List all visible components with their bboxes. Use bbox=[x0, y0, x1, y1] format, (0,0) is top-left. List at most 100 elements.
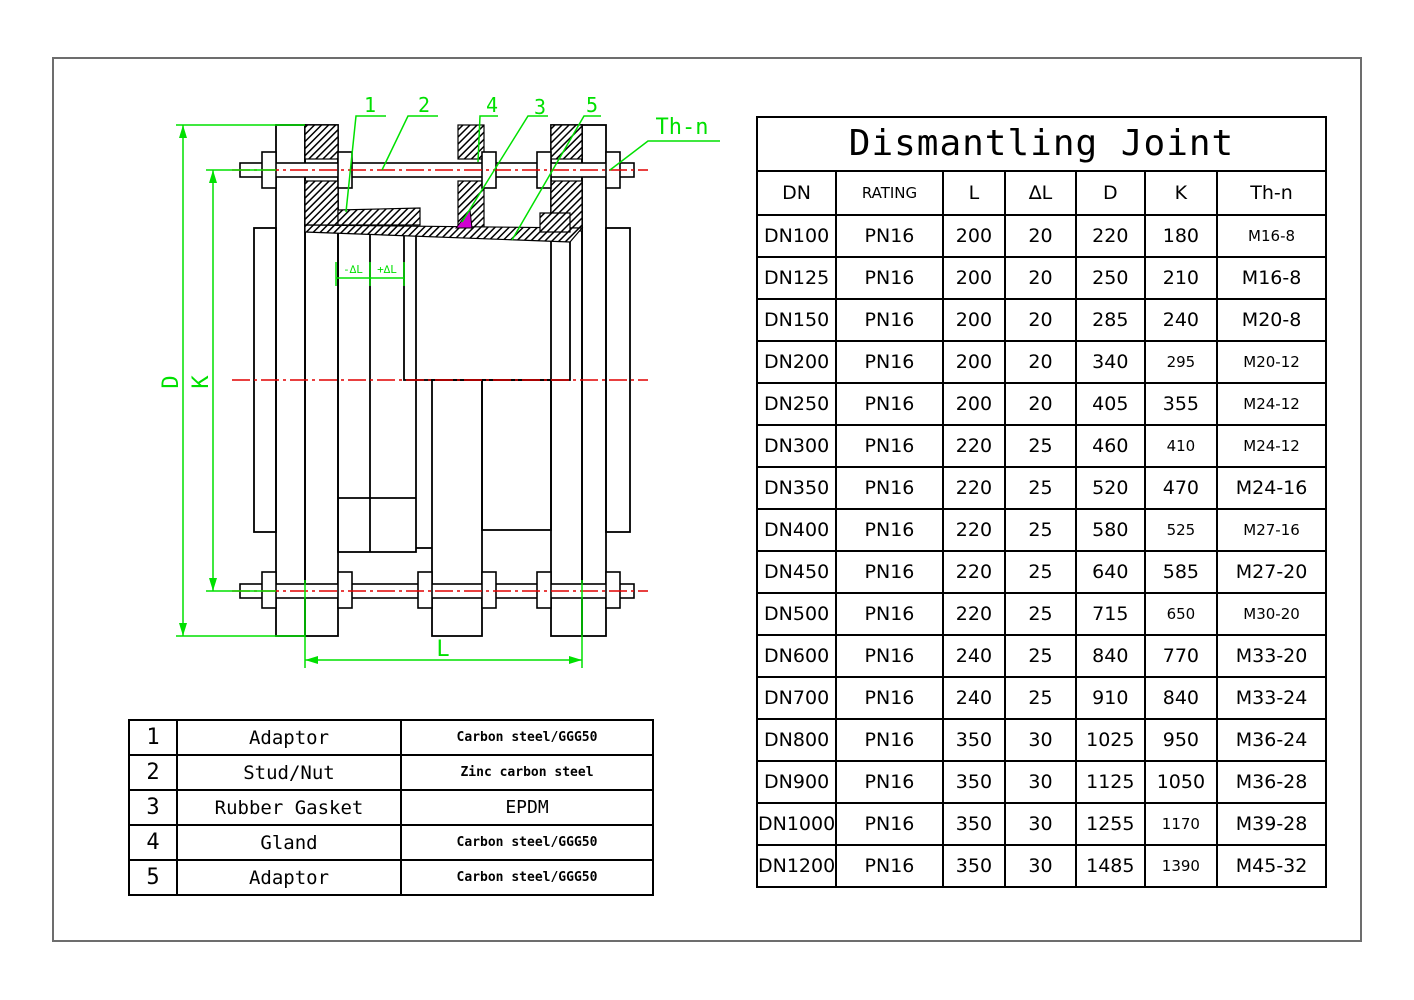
table-cell: 350 bbox=[941, 844, 1007, 888]
part-material: Carbon steel/GGG50 bbox=[400, 824, 654, 861]
spec-header-cell: DN bbox=[755, 170, 838, 216]
table-cell: DN350 bbox=[755, 466, 838, 510]
table-cell: PN16 bbox=[835, 550, 944, 594]
table-cell: M16-8 bbox=[1216, 256, 1327, 300]
table-cell: DN900 bbox=[755, 760, 838, 804]
table-cell: 200 bbox=[941, 382, 1007, 426]
table-cell: PN16 bbox=[835, 466, 944, 510]
table-cell: 30 bbox=[1004, 844, 1077, 888]
table-cell: PN16 bbox=[835, 256, 944, 300]
table-cell: DN600 bbox=[755, 634, 838, 678]
part-part: Rubber Gasket bbox=[176, 789, 402, 826]
dim-minus-dl-label: -∆L bbox=[343, 263, 363, 276]
centerlines bbox=[232, 169, 648, 592]
table-cell: M33-20 bbox=[1216, 634, 1327, 678]
leader-3 bbox=[461, 115, 548, 223]
callout-5: 5 bbox=[586, 93, 598, 117]
table-cell: 240 bbox=[941, 634, 1007, 678]
leader-2 bbox=[381, 115, 438, 171]
table-cell: 770 bbox=[1143, 634, 1219, 678]
table-cell: 180 bbox=[1143, 214, 1219, 258]
part-part: Adaptor bbox=[176, 719, 402, 756]
table-cell: 525 bbox=[1143, 508, 1219, 552]
table-cell: 200 bbox=[941, 256, 1007, 300]
spec-header-cell: Th-n bbox=[1216, 170, 1327, 216]
dim-K-label: K bbox=[189, 375, 214, 389]
drawing-frame bbox=[52, 57, 1362, 942]
table-cell: 25 bbox=[1004, 676, 1077, 720]
table-cell: 460 bbox=[1074, 424, 1146, 468]
table-cell: PN16 bbox=[835, 844, 944, 888]
part-no: 2 bbox=[128, 754, 178, 791]
table-cell: 350 bbox=[941, 802, 1007, 846]
table-cell: 910 bbox=[1074, 676, 1146, 720]
table-cell: DN800 bbox=[755, 718, 838, 762]
table-cell: 220 bbox=[941, 466, 1007, 510]
bottom-nut-adaptor bbox=[337, 571, 353, 609]
part-material: Zinc carbon steel bbox=[400, 754, 654, 791]
dim-plus-dl-label: +∆L bbox=[377, 263, 397, 276]
spec-header-cell: RATING bbox=[835, 170, 944, 216]
table-cell: M20-8 bbox=[1216, 298, 1327, 342]
table-cell: 1025 bbox=[1074, 718, 1146, 762]
table-cell: PN16 bbox=[835, 382, 944, 426]
right-flange-hub bbox=[605, 227, 631, 533]
table-cell: M24-16 bbox=[1216, 466, 1327, 510]
table-cell: 240 bbox=[941, 676, 1007, 720]
table-cell: 20 bbox=[1004, 382, 1077, 426]
table-cell: DN1000 bbox=[755, 802, 838, 846]
table-cell: 25 bbox=[1004, 424, 1077, 468]
table-cell: 250 bbox=[1074, 256, 1146, 300]
table-cell: 1390 bbox=[1143, 844, 1219, 888]
table-cell: PN16 bbox=[835, 802, 944, 846]
table-cell: 715 bbox=[1074, 592, 1146, 636]
table-cell: M36-24 bbox=[1216, 718, 1327, 762]
table-cell: 585 bbox=[1143, 550, 1219, 594]
table-cell: 1170 bbox=[1143, 802, 1219, 846]
table-cell: 340 bbox=[1074, 340, 1146, 384]
table-cell: 520 bbox=[1074, 466, 1146, 510]
table-cell: 240 bbox=[1143, 298, 1219, 342]
table-cell: 200 bbox=[941, 298, 1007, 342]
part-part: Adaptor bbox=[176, 859, 402, 896]
adaptor-5-lip bbox=[539, 212, 571, 233]
spec-table-title: Dismantling Joint bbox=[756, 116, 1327, 170]
table-cell: 30 bbox=[1004, 718, 1077, 762]
table-cell: DN200 bbox=[755, 340, 838, 384]
table-cell: M24-12 bbox=[1216, 382, 1327, 426]
table-cell: PN16 bbox=[835, 760, 944, 804]
table-cell: DN400 bbox=[755, 508, 838, 552]
table-cell: M27-20 bbox=[1216, 550, 1327, 594]
table-cell: 350 bbox=[941, 760, 1007, 804]
table-cell: 220 bbox=[941, 508, 1007, 552]
table-cell: M20-12 bbox=[1216, 340, 1327, 384]
table-cell: 20 bbox=[1004, 214, 1077, 258]
table-cell: 200 bbox=[941, 340, 1007, 384]
part-material: Carbon steel/GGG50 bbox=[400, 859, 654, 896]
table-cell: 25 bbox=[1004, 550, 1077, 594]
table-cell: DN300 bbox=[755, 424, 838, 468]
adaptor-5-section-top bbox=[550, 124, 583, 160]
table-cell: PN16 bbox=[835, 508, 944, 552]
table-cell: 25 bbox=[1004, 634, 1077, 678]
table-cell: 295 bbox=[1143, 340, 1219, 384]
dismantling-joint-drawing: D K L -∆L +∆L 1 2 4 3 5 Th-n bbox=[159, 93, 720, 668]
part-no: 1 bbox=[128, 719, 178, 756]
bottom-nut-right bbox=[605, 571, 621, 609]
table-cell: M45-32 bbox=[1216, 844, 1327, 888]
table-cell: PN16 bbox=[835, 340, 944, 384]
pipe-spigot bbox=[403, 231, 571, 381]
